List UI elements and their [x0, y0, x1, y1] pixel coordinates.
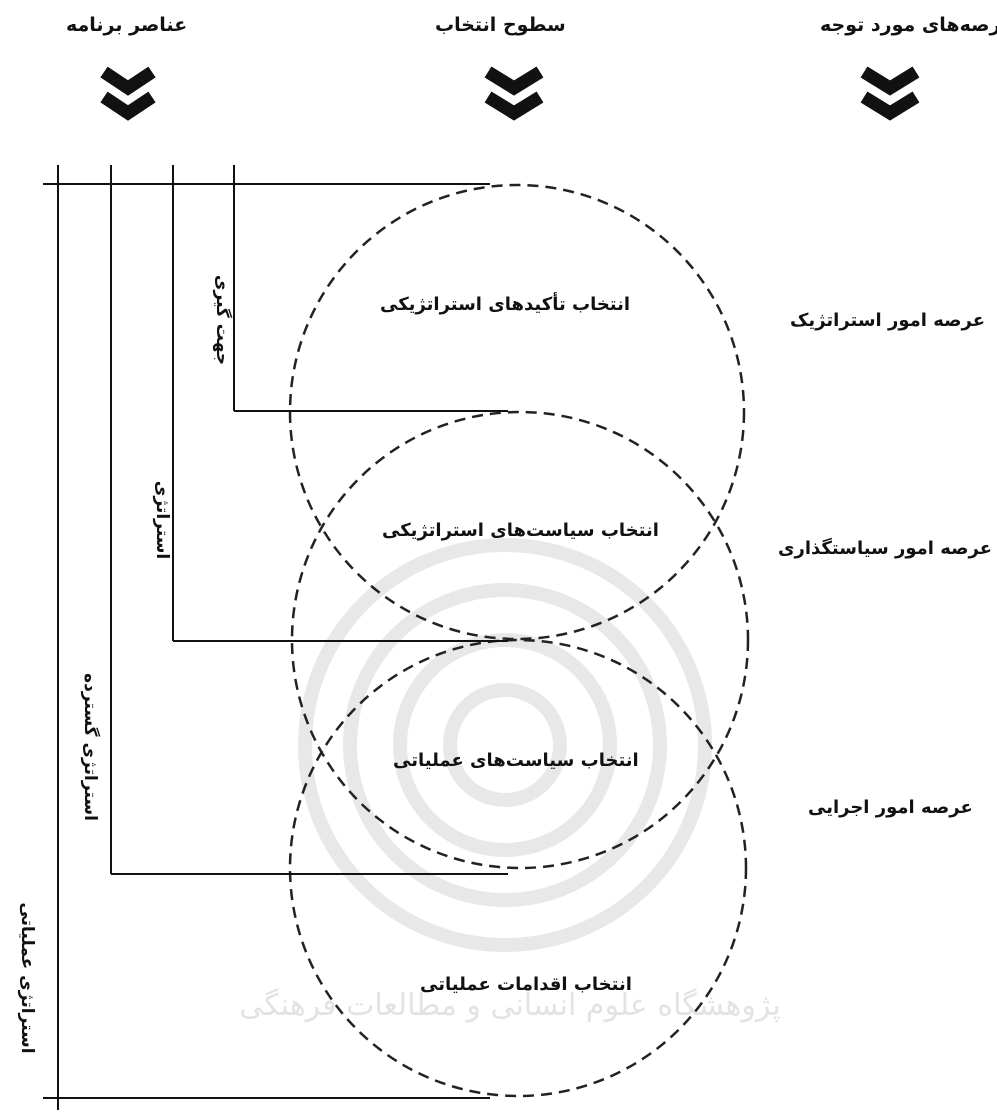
chevron-double-down-icon: [484, 66, 544, 121]
circle-label-operational-actions: انتخاب اقدامات عملیاتی: [420, 974, 632, 995]
domain-label-strategic: عرصه امور استراتژیک: [790, 310, 986, 331]
element-label-strategy: استراتژی: [152, 480, 172, 560]
selection-circle: [288, 638, 748, 1098]
circle-label-strategic-emphases: انتخاب تأکیدهای استراتژیکی: [380, 294, 631, 315]
selection-circle: [290, 410, 750, 870]
element-label-operational-strategy: استراتژی عملیاتی: [17, 902, 37, 1054]
element-label-orientation: جهت گیری: [212, 274, 232, 366]
chevron-double-down-icon: [860, 66, 920, 121]
circle-label-operational-policies: انتخاب سیاست‌های عملیاتی: [393, 750, 639, 771]
watermark-seal: [298, 538, 712, 952]
chevron-double-down-icon: [100, 66, 156, 121]
header-attention-domains: عرصه‌های مورد توجه: [820, 14, 997, 36]
circle-label-strategic-policies: انتخاب سیاست‌های استراتژیکی: [382, 520, 659, 541]
domain-label-policy: عرصه امور سیاستگذاری: [778, 538, 993, 559]
header-program-elements: عناصر برنامه: [66, 14, 188, 36]
header-selection-levels: سطوح انتخاب: [435, 14, 566, 36]
element-label-broad-strategy: استراتژی گسترده: [80, 673, 100, 821]
domain-label-executive: عرصه امور اجرایی: [808, 797, 973, 818]
